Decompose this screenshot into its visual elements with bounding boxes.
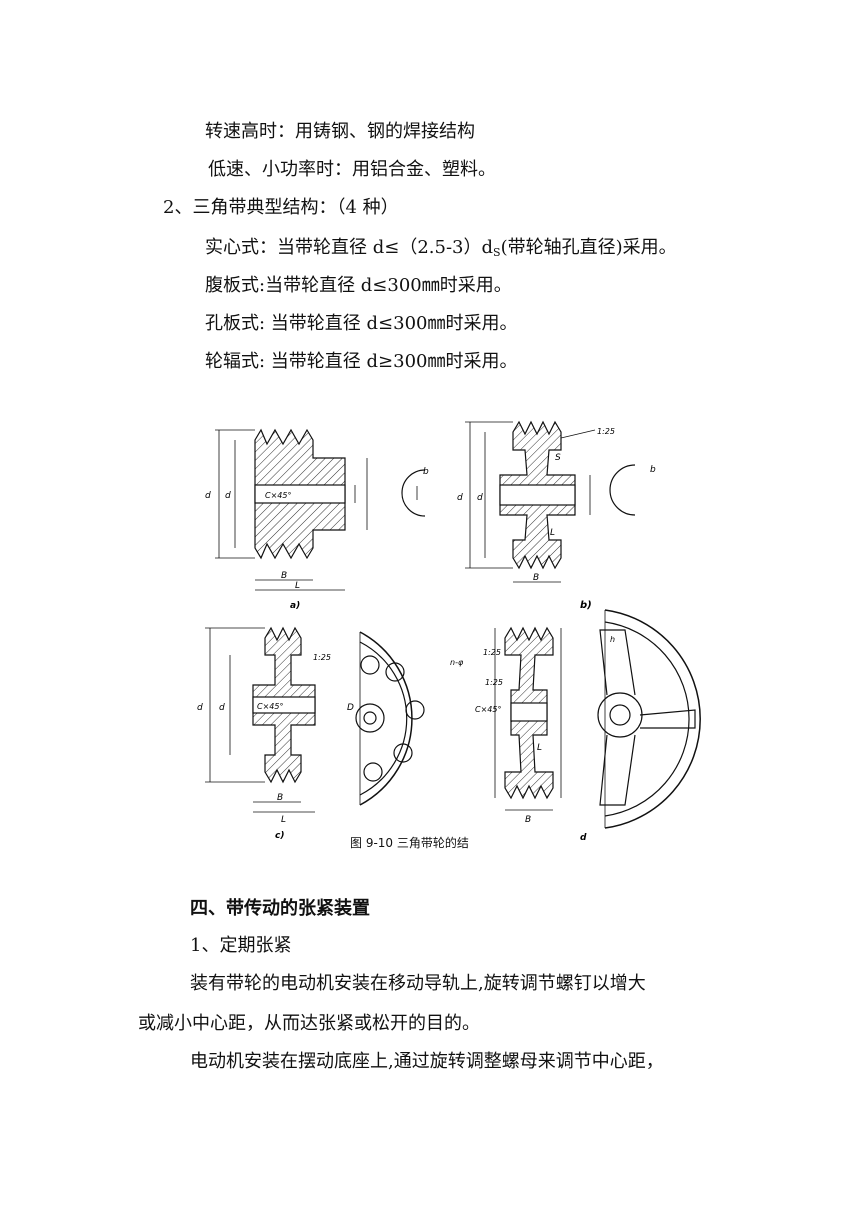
label-d-slope-1: 1:25 — [483, 648, 501, 657]
line-3: 2、三角带典型结构：（4 种） — [163, 197, 399, 218]
label-a: a) — [290, 601, 300, 611]
label-b-S: S — [555, 453, 561, 463]
label-c-chamfer: C×45° — [257, 702, 283, 711]
pulley-d-spoked — [494, 609, 701, 829]
label-b-da: d — [457, 493, 463, 503]
label-d-B: B — [525, 815, 531, 825]
label-a-da: d — [205, 491, 211, 501]
label-b-slope: 1:25 — [597, 427, 615, 436]
label-c-B: B — [277, 793, 283, 803]
label-c-slope: 1:25 — [313, 653, 331, 662]
label-b: b) — [580, 600, 592, 611]
label-c-d: d — [219, 703, 225, 713]
label-a-L: L — [295, 581, 300, 591]
line-1: 转速高时：用铸钢、钢的焊接结构 — [205, 121, 475, 142]
pulley-b-web — [465, 420, 636, 583]
label-d: d — [580, 833, 587, 843]
line-2: 低速、小功率时：用铝合金、塑料。 — [208, 159, 496, 180]
pulley-structures-figure: d d C×45° B L b a) d d S 1:25 L B b b) — [197, 420, 701, 843]
pulley-c-hole-plate — [205, 626, 425, 813]
label-c-Dm: D — [347, 703, 354, 713]
label-d-h: h — [610, 635, 615, 644]
label-a-B: B — [281, 571, 287, 581]
line-4-subscript: S — [493, 246, 501, 259]
label-b-B: B — [533, 573, 539, 583]
label-c-L: L — [281, 815, 286, 825]
label-a-key-b: b — [423, 467, 429, 477]
label-b-L: L — [550, 528, 555, 538]
line-6: 孔板式: 当带轮直径 d≤300㎜时采用。 — [205, 313, 518, 334]
paragraph-1-line-2: 或减小中心距，从而达张紧或松开的目的。 — [138, 1013, 480, 1034]
label-c-n-phi: n-φ — [450, 658, 464, 667]
subsection-heading: 1、定期张紧 — [190, 935, 292, 956]
paragraph-1-line-1: 装有带轮的电动机安装在移动导轨上,旋转调节螺钉以增大 — [190, 973, 646, 994]
label-c: c) — [275, 831, 284, 841]
label-d-slope-2: 1:25 — [485, 678, 503, 687]
section-heading: 四、带传动的张紧装置 — [190, 898, 370, 919]
label-d-chamfer: C×45° — [475, 705, 501, 714]
label-c-da: d — [197, 703, 203, 713]
label-d-L: L — [537, 743, 542, 753]
pulley-a-solid — [215, 428, 426, 591]
line-7: 轮辐式: 当带轮直径 d≥300㎜时采用。 — [205, 351, 518, 372]
label-b-key-b: b — [650, 465, 656, 475]
line-5: 腹板式:当带轮直径 d≤300㎜时采用。 — [205, 275, 512, 296]
line-4-part-b: (带轮轴孔直径)采用。 — [500, 237, 677, 258]
label-a-d: d — [225, 491, 231, 501]
figure-caption: 图 9-10 三角带轮的结 — [350, 836, 469, 850]
line-4: 实心式：当带轮直径 d≤（2.5-3）dS(带轮轴孔直径)采用。 — [205, 236, 677, 265]
paragraph-2-line-1: 电动机安装在摆动底座上,通过旋转调整螺母来调节中心距， — [190, 1051, 664, 1072]
line-4-part-a: 实心式：当带轮直径 d≤（2.5-3）d — [205, 237, 494, 258]
label-a-chamfer: C×45° — [265, 491, 291, 500]
label-b-d: d — [477, 493, 483, 503]
